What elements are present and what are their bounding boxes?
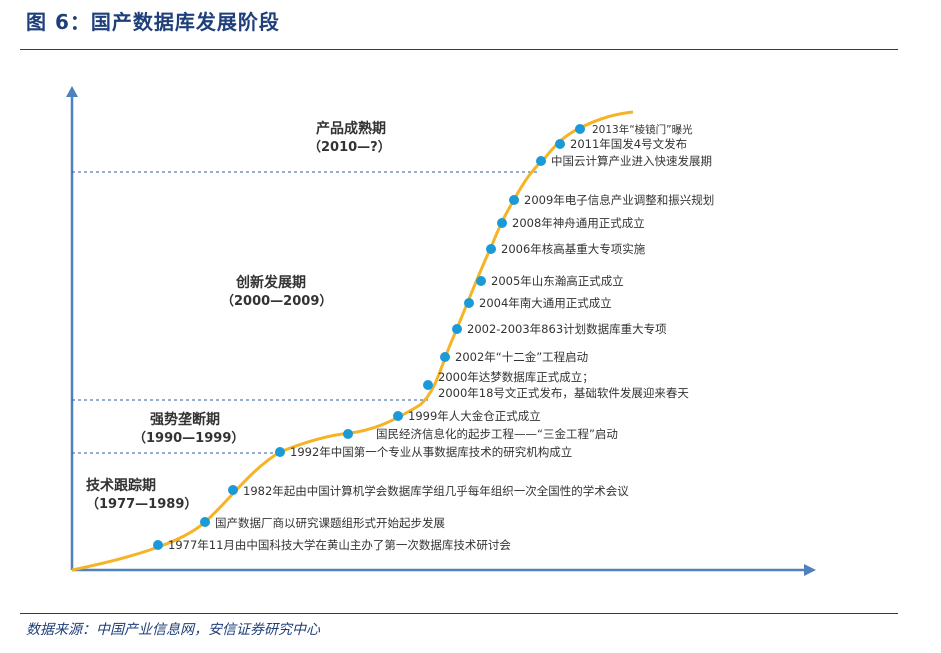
event-dot xyxy=(536,156,546,166)
event-label: 2009年电子信息产业调整和振兴规划 xyxy=(524,193,714,207)
y-axis-arrow xyxy=(66,86,78,97)
stage-name: 产品成熟期 xyxy=(316,120,386,137)
event-dot xyxy=(228,485,238,495)
event-dot xyxy=(452,324,462,334)
event-label: 1982年起由中国计算机学会数据库学组几乎每年组织一次全国性的学术会议 xyxy=(243,484,629,498)
event-dots xyxy=(153,124,585,550)
event-label: 2002-2003年863计划数据库重大专项 xyxy=(467,322,667,336)
event-dot xyxy=(486,244,496,254)
stage-range: （1990—1999） xyxy=(133,430,244,446)
event-label: 2008年神舟通用正式成立 xyxy=(512,216,645,230)
event-dot xyxy=(343,429,353,439)
event-label: 中国云计算产业进入快速发展期 xyxy=(551,154,712,168)
event-label: 2000年达梦数据库正式成立； xyxy=(438,370,594,384)
event-dot xyxy=(153,540,163,550)
stage-name: 技术跟踪期 xyxy=(86,477,156,494)
event-label: 1999年人大金仓正式成立 xyxy=(408,409,541,423)
event-label: 1992年中国第一个专业从事数据库技术的研究机构成立 xyxy=(290,445,572,459)
stage-name: 创新发展期 xyxy=(235,274,306,291)
event-dot xyxy=(393,411,403,421)
stage-name: 强势垄断期 xyxy=(150,411,220,428)
stage-range: （2010—?） xyxy=(308,139,391,155)
top-rule xyxy=(20,49,898,50)
event-label: 1977年11月由中国科技大学在黄山主办了第一次数据库技术研讨会 xyxy=(168,538,511,552)
figure-title: 图 6：国产数据库发展阶段 xyxy=(26,10,280,34)
event-dot xyxy=(464,298,474,308)
event-dot xyxy=(440,352,450,362)
bottom-rule xyxy=(20,613,898,614)
event-label: 2005年山东瀚高正式成立 xyxy=(491,274,624,288)
event-dot xyxy=(423,380,433,390)
event-dot xyxy=(275,447,285,457)
stage-range: （1977—1989） xyxy=(86,496,197,512)
event-dot xyxy=(497,218,507,228)
event-dot xyxy=(200,517,210,527)
event-label: 2002年“十二金”工程启动 xyxy=(455,350,588,364)
event-label: 2000年18号文正式发布，基础软件发展迎来春天 xyxy=(438,386,689,400)
event-label: 2011年国发4号文发布 xyxy=(570,137,687,151)
event-label: 2004年南大通用正式成立 xyxy=(479,296,612,310)
stage-range: （2000—2009） xyxy=(221,293,332,309)
growth-curve xyxy=(71,110,634,572)
event-label: 2006年核高基重大专项实施 xyxy=(501,242,646,256)
event-dot xyxy=(575,124,585,134)
event-label: 国产数据厂商以研究课题组形式开始起步发展 xyxy=(215,516,445,530)
event-label: 国民经济信息化的起步工程——“三金工程”启动 xyxy=(376,427,618,441)
event-dot xyxy=(509,195,519,205)
event-dot xyxy=(555,139,565,149)
event-label: 2013年“棱镜门”曝光 xyxy=(592,123,693,136)
source-note: 数据来源：中国产业信息网，安信证券研究中心 xyxy=(26,622,320,638)
event-dot xyxy=(476,276,486,286)
x-axis-arrow xyxy=(804,564,816,576)
